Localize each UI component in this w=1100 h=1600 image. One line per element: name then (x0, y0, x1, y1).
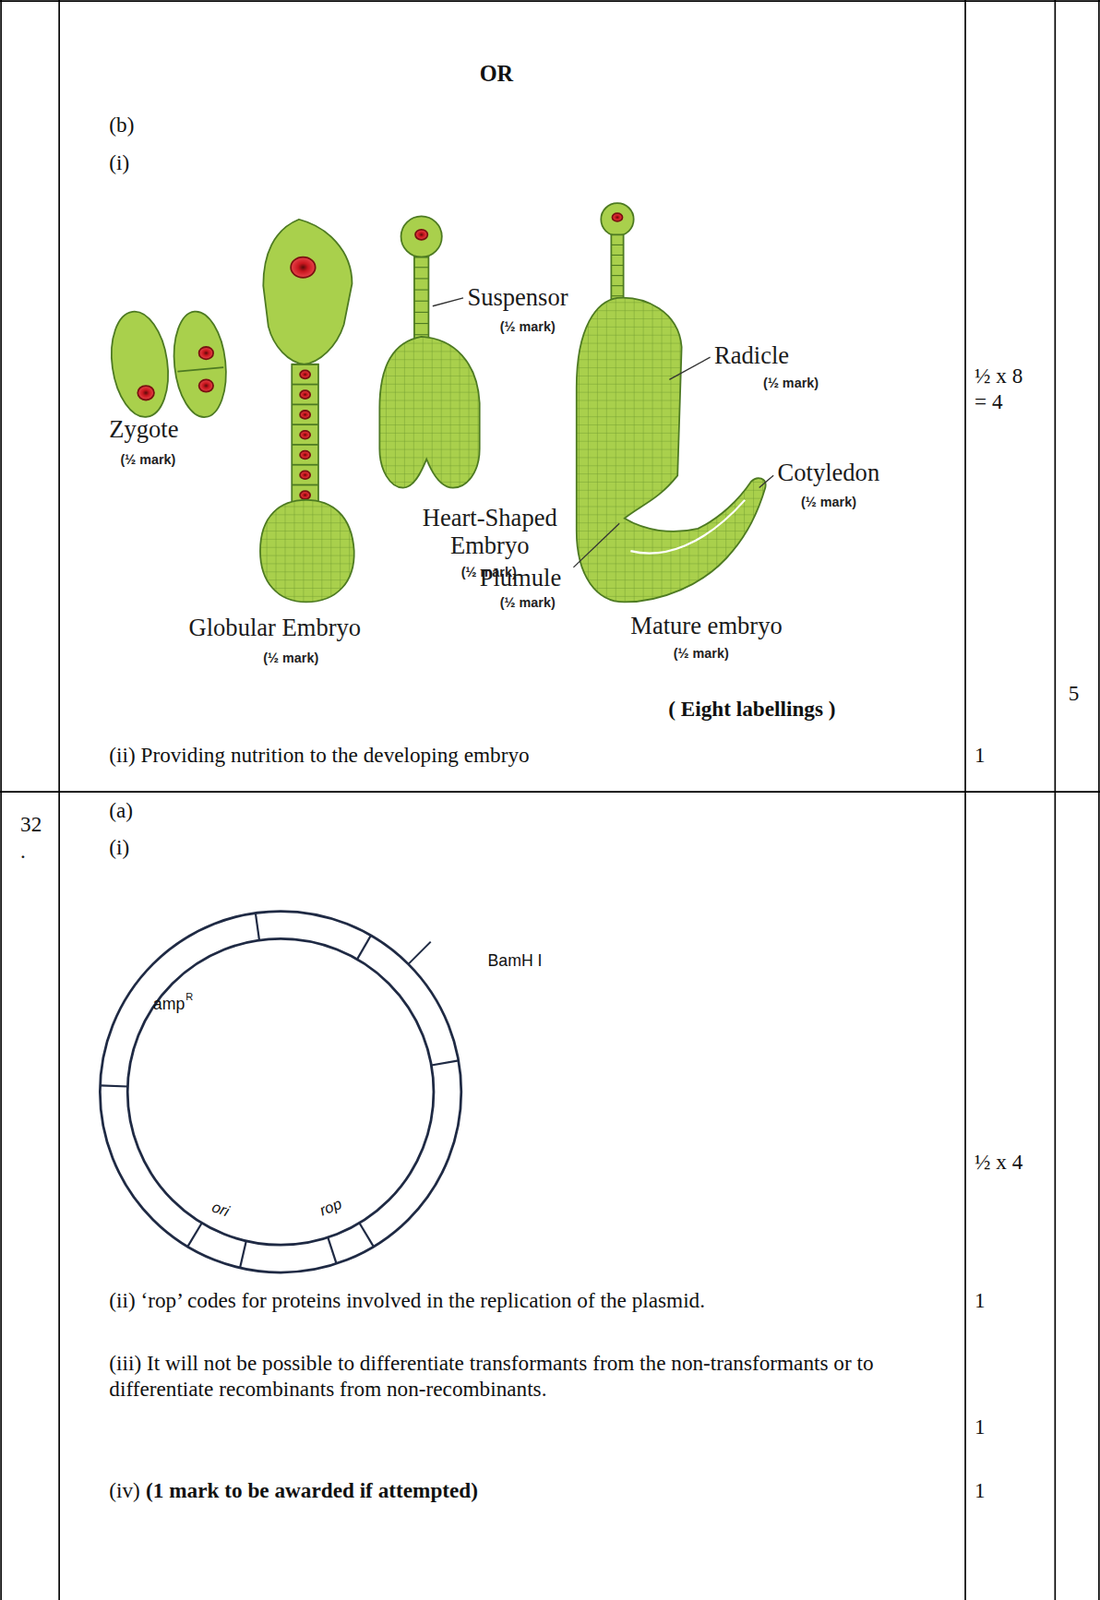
stroke (291, 464, 319, 467)
stroke (610, 244, 623, 246)
stroke (291, 443, 319, 446)
answer-text: (ii) Providing nutrition to the developi… (108, 742, 529, 769)
marks-cell: 1 (974, 1478, 986, 1505)
gene-label: ori (209, 1197, 232, 1220)
note: ( Eight labellings ) (668, 696, 836, 723)
stroke (414, 322, 429, 324)
stroke (291, 484, 319, 487)
stroke (430, 1060, 458, 1065)
stroke (291, 363, 319, 366)
marks-cell: 1 (974, 742, 986, 769)
mark-note: (½ mark) (263, 649, 319, 666)
stroke (610, 254, 623, 256)
marks-cell: ½ x 8 = 4 (974, 362, 1034, 417)
stroke (414, 334, 429, 335)
part-label: Plumule (479, 564, 562, 594)
stroke (414, 311, 429, 313)
embryo-illustration (105, 203, 766, 602)
marks-cell: 1 (974, 1414, 986, 1441)
mark-note: (½ mark) (801, 493, 857, 510)
part-label: Mature embryo (630, 612, 782, 642)
part-label: Radicle (714, 341, 790, 371)
marks-cell: 1 (974, 1288, 986, 1315)
site-label: BamH I (488, 952, 543, 971)
mark-note: (½ mark) (119, 452, 176, 468)
stroke (610, 275, 623, 276)
stroke (291, 403, 319, 406)
part-label: Cotyledon (777, 459, 881, 489)
stroke (610, 295, 623, 297)
part-number: (iv) (108, 1478, 141, 1505)
part-number: (i) (108, 150, 130, 177)
plasmid-map (99, 911, 461, 1273)
mark-note: (½ mark) (500, 319, 556, 335)
stroke (357, 935, 371, 960)
stroke (414, 300, 429, 302)
gene-label: rop (316, 1194, 344, 1219)
question-number: 32 . (20, 811, 46, 865)
superscript: R (185, 991, 193, 1003)
stroke (610, 285, 623, 287)
stroke (414, 289, 429, 291)
answer-text: (iii) It will not be possible to differe… (108, 1351, 916, 1402)
stroke (239, 1241, 247, 1268)
stroke (99, 1085, 128, 1087)
stroke (255, 912, 260, 941)
stroke (291, 383, 319, 386)
nucleus (299, 370, 311, 379)
nucleus (299, 430, 311, 440)
stroke (187, 1222, 202, 1247)
part-label: Suspensor (466, 283, 568, 312)
marks-cell: ½ x 4 (974, 1149, 1023, 1176)
answer-text: (ii) ‘rop’ codes for proteins involved i… (108, 1288, 706, 1315)
stroke (407, 942, 431, 965)
mark-note: (½ mark) (500, 595, 556, 611)
nucleus (299, 390, 311, 399)
stroke (610, 264, 623, 266)
stroke (414, 277, 429, 279)
gene-label: amp (153, 994, 185, 1014)
part-number: (a) (108, 798, 133, 825)
part-number: (i) (108, 835, 130, 861)
nucleus (299, 470, 311, 479)
nucleus (299, 451, 311, 460)
stroke (414, 266, 429, 268)
heading: OR (479, 60, 514, 88)
total-cell: 5 (1068, 681, 1080, 707)
mark-note: (½ mark) (673, 645, 730, 662)
part-label: Heart-Shaped Embryo (407, 503, 572, 561)
part-label: Zygote (108, 416, 179, 445)
part-number: (b) (108, 112, 134, 139)
stroke (327, 1237, 336, 1264)
stroke (291, 423, 319, 426)
note: (1 mark to be awarded if attempted) (145, 1478, 479, 1505)
nucleus (299, 410, 311, 419)
stroke (359, 1222, 374, 1247)
part-label: Globular Embryo (189, 614, 361, 644)
nucleus (299, 490, 311, 500)
mark-note: (½ mark) (763, 375, 819, 392)
